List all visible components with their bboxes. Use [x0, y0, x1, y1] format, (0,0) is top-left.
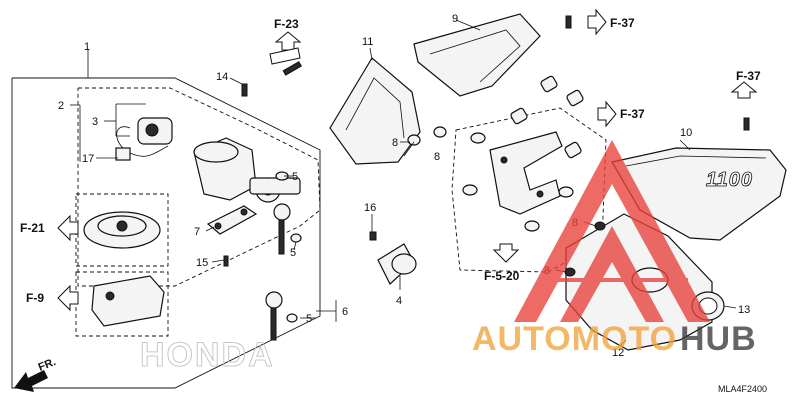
rubber-grommets: [407, 75, 584, 232]
assembly-frame: [11, 77, 321, 389]
callout-9: 9: [452, 13, 458, 25]
front-label: FR.: [37, 356, 58, 374]
screw-f37c: [743, 117, 750, 131]
callout-16: 16: [364, 202, 376, 214]
mounting-plate-part: [206, 205, 258, 235]
ref-label-f520: F-5-20: [484, 269, 520, 283]
fuel-cap-frame: [75, 193, 169, 267]
callout-4: 4: [396, 295, 402, 307]
ref-label-f37b: F-37: [620, 107, 645, 121]
ref-label-f9: F-9: [26, 291, 44, 305]
callout-1: 1: [84, 41, 90, 53]
callout-13: 13: [738, 304, 750, 316]
callout-numbers: 1 2 3 17 14 5 7 15 5 5 6 16 4 11 9 8 8 1…: [58, 13, 750, 359]
callout-3: 3: [92, 116, 98, 128]
callout-12: 12: [612, 347, 624, 359]
leader-lines: [70, 19, 737, 347]
ref-label-f37c: F-37: [736, 69, 761, 83]
ignition-switch-part: [193, 137, 301, 203]
bolt-14: [241, 83, 248, 97]
washer-5b: [290, 233, 302, 243]
center-bracket-part: [489, 131, 563, 215]
callout-8a: 8: [392, 137, 398, 149]
logo-text-automoto: AUTOMOTO: [472, 320, 677, 358]
lock-cylinder-part: [115, 117, 173, 161]
pin-f23: [282, 61, 302, 76]
washer-5c: [286, 313, 298, 323]
callout-5a: 5: [292, 171, 298, 183]
callout-5b: 5: [290, 247, 296, 259]
ref-arrow-f9: [57, 284, 79, 312]
ref-arrow-f37a: [587, 8, 607, 36]
collar-8d: [564, 267, 576, 277]
ref-arrow-f37b: [597, 100, 617, 128]
grommet-part: [377, 243, 417, 285]
front-direction-arrow: [14, 370, 48, 392]
diagram-code: MLA4F2400: [718, 384, 767, 394]
callout-6: 6: [342, 306, 348, 318]
side-panel-part: [329, 57, 421, 165]
logo-triangle: [514, 140, 710, 322]
callout-7: 7: [194, 226, 200, 238]
ref-label-f37a: F-37: [610, 16, 635, 30]
collar-8c: [594, 221, 606, 231]
ref-arrow-f520: [492, 243, 520, 263]
bolt-15: [223, 255, 229, 267]
callout-11: 11: [362, 36, 373, 48]
honda-watermark: HONDA: [140, 336, 275, 374]
ref-arrow-f23: [269, 31, 302, 65]
automotohub-logo: AUTOMOTO HUB: [472, 140, 757, 358]
ref-arrow-f37c: [730, 81, 758, 99]
ignition-key-part: [273, 203, 291, 255]
bolt-16: [369, 231, 377, 241]
side-cover-part: [611, 147, 787, 241]
callout-14: 14: [216, 71, 228, 83]
callout-15: 15: [196, 257, 208, 269]
cover-badge-text: 1100: [706, 169, 753, 191]
callout-17: 17: [82, 153, 94, 165]
upper-cover-part: [413, 13, 541, 97]
fuel-cap-part: [83, 211, 161, 249]
callout-10: 10: [680, 127, 692, 139]
ref-arrow-f21: [57, 214, 79, 242]
spare-key-part: [265, 291, 283, 341]
callout-5c: 5: [306, 313, 312, 325]
screw-f37a: [565, 15, 572, 29]
seat-lock-part: [91, 275, 165, 327]
callout-2: 2: [58, 100, 64, 112]
logo-text-hub: HUB: [680, 320, 757, 358]
callout-8b: 8: [434, 151, 440, 163]
ref-label-f23: F-23: [274, 17, 299, 31]
ref-label-f21: F-21: [20, 221, 45, 235]
reference-labels: F-23 F-37 F-37 F-37 F-21 F-9 F-5-20: [20, 16, 761, 305]
